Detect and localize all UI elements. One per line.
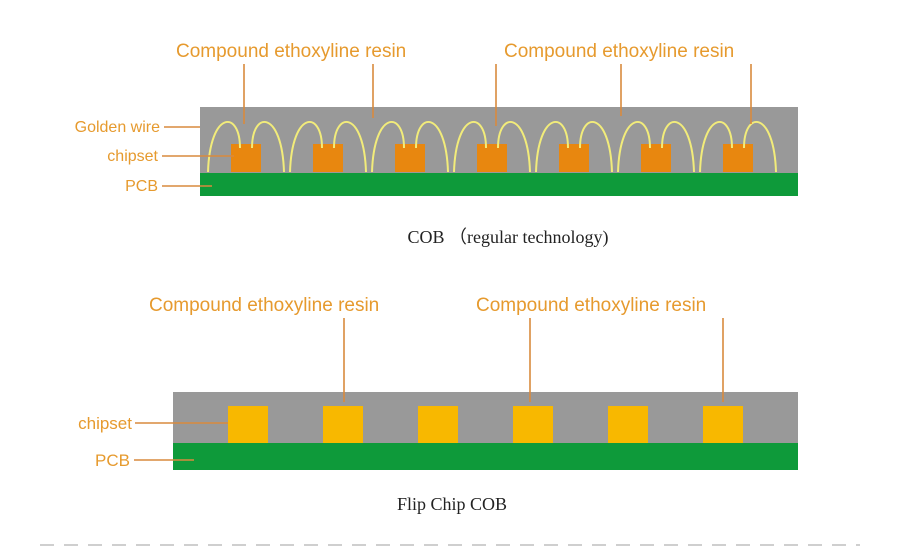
bottom-resin-leaders [343, 318, 724, 402]
bottom-pcb-label: PCB [95, 451, 130, 470]
bottom-chip [418, 406, 458, 443]
top-resin-label-left: Compound ethoxyline resin [176, 41, 406, 62]
bottom-caption: Flip Chip COB [397, 494, 507, 514]
bottom-chip [323, 406, 363, 443]
golden-wire [699, 121, 733, 173]
bottom-resin-label-right: Compound ethoxyline resin [476, 295, 706, 316]
golden-wire [617, 121, 651, 173]
top-chip-group [231, 144, 753, 172]
top-cob-diagram: Compound ethoxyline resin Compound ethox… [75, 41, 798, 248]
top-chip [313, 144, 343, 172]
bottom-pcb-layer [173, 443, 798, 470]
golden-wire [415, 121, 449, 173]
golden-wire [535, 121, 569, 173]
top-chip [641, 144, 671, 172]
golden-wire [251, 121, 285, 173]
golden-wire [289, 121, 323, 173]
bottom-chip [608, 406, 648, 443]
golden-wire [207, 121, 241, 173]
bottom-chipset-label: chipset [78, 414, 132, 433]
top-chip [723, 144, 753, 172]
top-resin-label-right: Compound ethoxyline resin [504, 41, 734, 62]
golden-wire [453, 121, 487, 173]
golden-wire [371, 121, 405, 173]
golden-wire [579, 121, 613, 173]
top-chip [477, 144, 507, 172]
bottom-chip [513, 406, 553, 443]
bottom-chip-group [228, 406, 743, 443]
golden-wire [743, 121, 777, 173]
top-chipset-label: chipset [107, 148, 158, 165]
golden-wire [661, 121, 695, 173]
bottom-resin-label-left: Compound ethoxyline resin [149, 295, 379, 316]
top-pcb-layer [200, 173, 798, 196]
bottom-chip [228, 406, 268, 443]
top-resin-leaders [243, 64, 752, 126]
top-chip [559, 144, 589, 172]
golden-wire [497, 121, 531, 173]
bottom-resin-layer [173, 392, 798, 444]
top-caption: COB （regular technology) [408, 227, 609, 248]
top-chip [231, 144, 261, 172]
golden-wire [333, 121, 367, 173]
top-golden-wire-group [207, 121, 777, 173]
top-pcb-label: PCB [125, 178, 158, 195]
top-chip [395, 144, 425, 172]
bottom-chip [703, 406, 743, 443]
bottom-flipchip-diagram: Compound ethoxyline resin Compound ethox… [78, 295, 798, 514]
golden-wire-label: Golden wire [75, 119, 160, 136]
